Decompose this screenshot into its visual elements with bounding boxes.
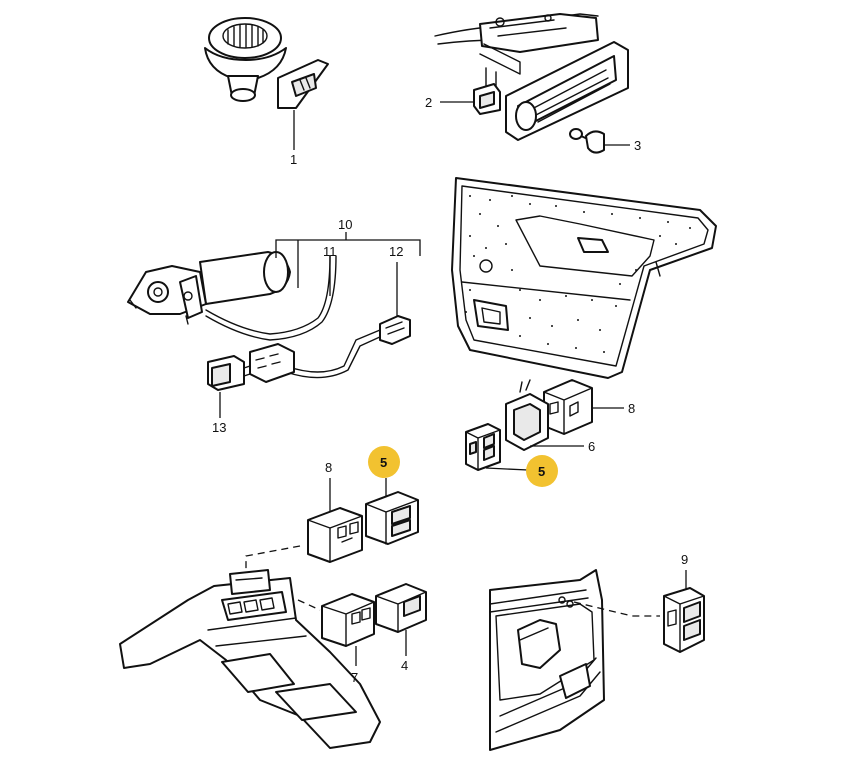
control-switch-2[interactable] — [473, 83, 501, 115]
callout-13: 13 — [212, 420, 226, 435]
callout-5-right: 5 — [538, 464, 545, 479]
callout-3: 3 — [634, 138, 641, 153]
callout-7: 7 — [351, 670, 358, 685]
switch-housing-8-right[interactable] — [543, 379, 593, 435]
heater-control-panel[interactable] — [505, 41, 629, 141]
highlight-badge-5-right — [526, 455, 558, 487]
connector-block[interactable] — [249, 343, 295, 383]
center-console[interactable] — [119, 569, 381, 749]
wiper-motor[interactable] — [127, 251, 291, 325]
callout-2: 2 — [425, 95, 432, 110]
callout-8-right: 8 — [628, 401, 635, 416]
control-knob-3[interactable] — [569, 128, 605, 154]
callout-1: 1 — [290, 152, 297, 167]
callout-11: 11 — [323, 244, 337, 259]
callout-8-left: 8 — [325, 460, 332, 475]
rear-door-interior[interactable] — [489, 569, 605, 751]
window-switch-9[interactable] — [663, 587, 705, 653]
switch-housing-8-left[interactable] — [307, 507, 363, 563]
callout-4: 4 — [401, 658, 408, 673]
switch-housing-7[interactable] — [321, 593, 375, 647]
callout-10: 10 — [338, 217, 352, 232]
highlight-badge-5-left — [368, 446, 400, 478]
door-trim-panel[interactable] — [451, 177, 717, 379]
window-switch-5-right[interactable] — [465, 423, 501, 471]
relay-13[interactable] — [207, 355, 251, 391]
callout-6: 6 — [588, 439, 595, 454]
blower-motor-assembly[interactable] — [204, 17, 287, 102]
blower-switch[interactable] — [277, 59, 329, 109]
callout-9: 9 — [681, 552, 688, 567]
callout-12: 12 — [389, 244, 403, 259]
switch-frame-6[interactable] — [505, 379, 549, 451]
window-switch-5-left[interactable] — [365, 491, 419, 545]
connector-12[interactable] — [379, 315, 411, 345]
heater-control-unit[interactable] — [434, 13, 599, 91]
switch-4[interactable] — [375, 583, 427, 633]
callout-5-left: 5 — [380, 455, 387, 470]
